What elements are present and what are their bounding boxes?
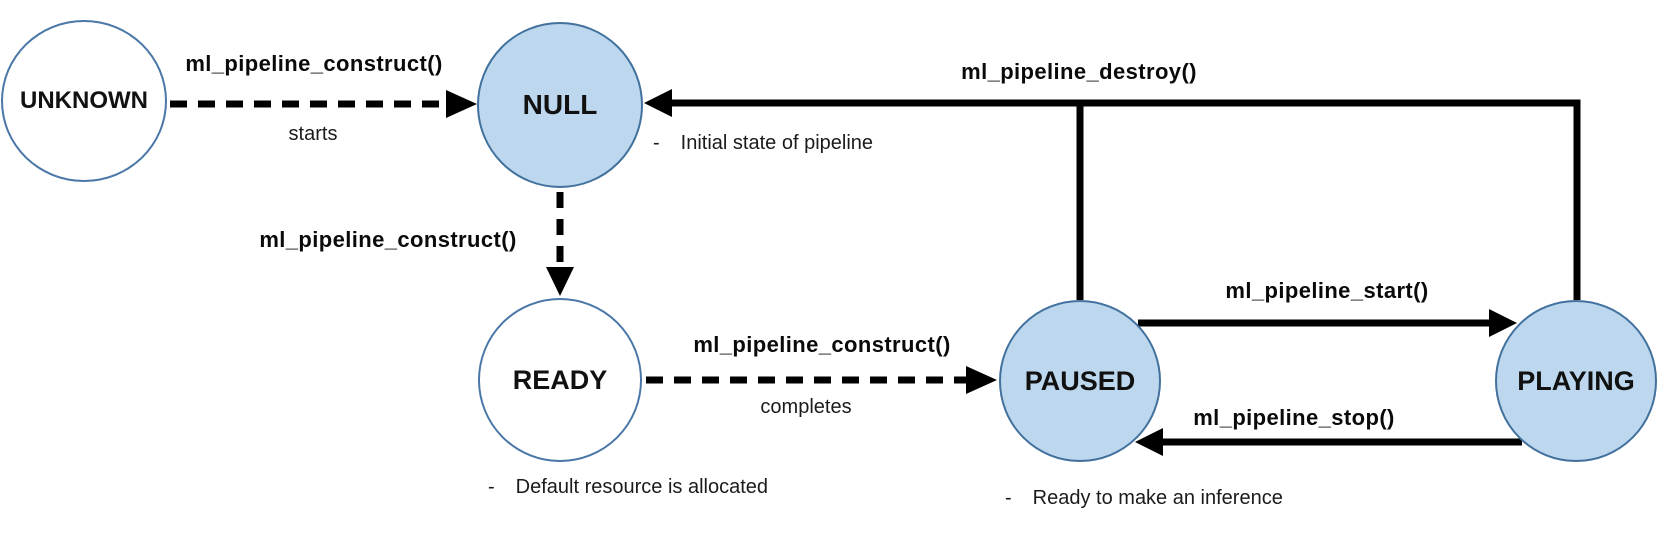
label-playing-to-paused: ml_pipeline_stop() [1193, 405, 1395, 430]
state-node-unknown: UNKNOWN [1, 20, 167, 182]
note-ready-state: - Default resource is allocated [488, 477, 768, 497]
label-destroy: ml_pipeline_destroy() [961, 59, 1197, 84]
note-null-state: - Initial state of pipeline [653, 133, 873, 153]
sublabel-completes: completes [760, 396, 852, 418]
note-paused-state: - Ready to make an inference [1005, 488, 1283, 508]
arrow-null-to-ready [546, 192, 574, 296]
state-node-ready: READY [478, 298, 642, 462]
arrow-paused-to-playing [1138, 309, 1517, 337]
label-ready-to-paused: ml_pipeline_construct() [693, 332, 951, 357]
sublabel-starts: starts [288, 123, 338, 145]
state-label: PLAYING [1517, 365, 1635, 396]
state-label: NULL [522, 89, 598, 120]
note-bullet: - [1005, 487, 1012, 509]
state-label: READY [512, 364, 608, 395]
label-null-to-ready: ml_pipeline_construct() [259, 227, 517, 252]
state-label: PAUSED [1024, 365, 1136, 396]
state-node-paused: PAUSED [999, 300, 1161, 462]
arrow-ready-to-paused [646, 366, 997, 394]
label-unknown-to-null: ml_pipeline_construct() [185, 51, 443, 76]
state-node-playing: PLAYING [1495, 300, 1657, 462]
arrow-unknown-to-null [170, 90, 477, 118]
note-text: Initial state of pipeline [680, 132, 874, 154]
note-bullet: - [488, 476, 495, 498]
note-text: Ready to make an inference [1032, 487, 1283, 509]
label-paused-to-playing: ml_pipeline_start() [1225, 278, 1429, 303]
state-node-null: NULL [477, 22, 643, 188]
note-text: Default resource is allocated [515, 476, 769, 498]
note-bullet: - [653, 132, 660, 154]
state-label: UNKNOWN [20, 87, 148, 114]
arrow-destroy-to-null [644, 89, 1581, 300]
arrow-playing-to-paused [1135, 428, 1522, 456]
